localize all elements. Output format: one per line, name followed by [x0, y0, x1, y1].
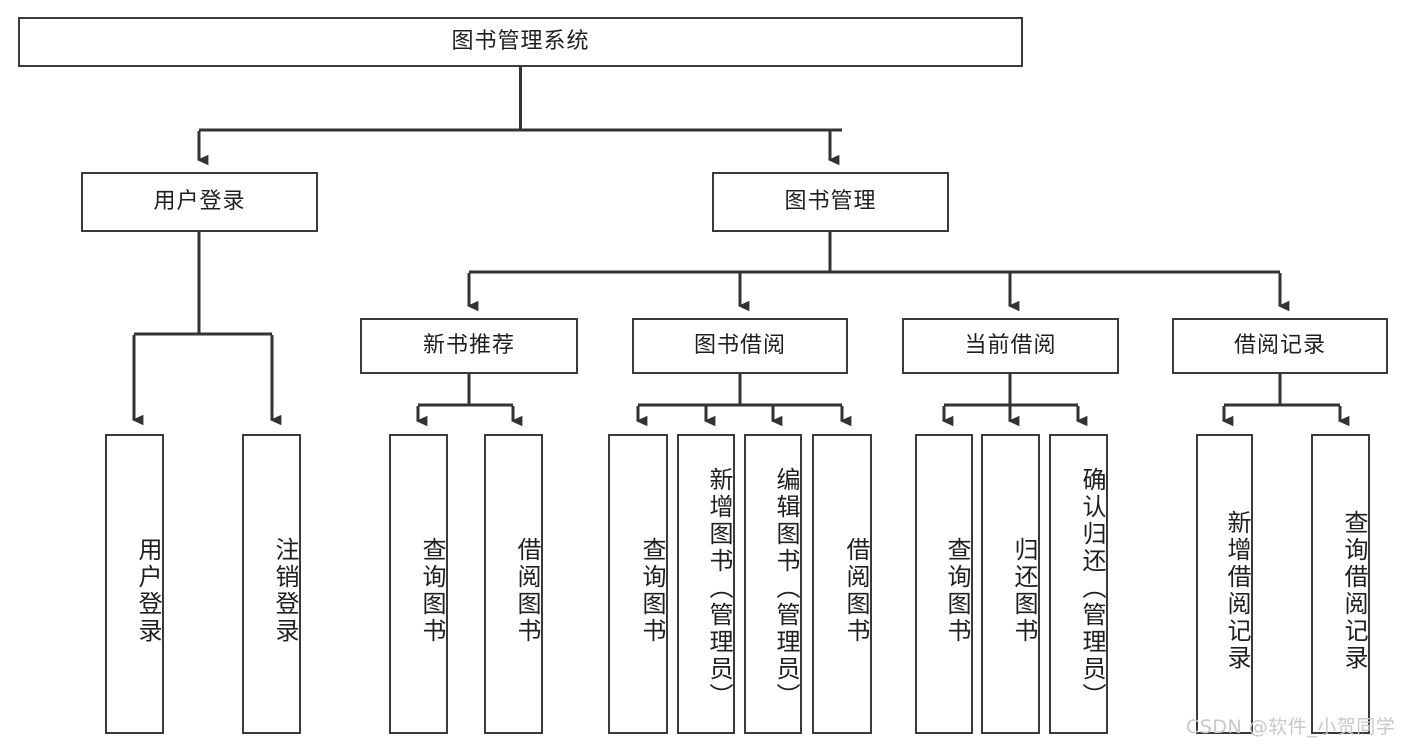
- leaf-add-borrow-record[interactable]: 新增借阅记录: [1196, 434, 1253, 734]
- leaf-query-book-current[interactable]: 查询图书: [915, 434, 973, 734]
- node-book-borrow[interactable]: 图书借阅: [632, 318, 848, 374]
- leaf-query-book-borrow[interactable]: 查询图书: [608, 434, 668, 734]
- leaf-borrow-book[interactable]: 借阅图书: [812, 434, 872, 734]
- leaf-return-book[interactable]: 归还图书: [981, 434, 1040, 734]
- leaf-add-book-admin[interactable]: 新增图书（管理员）: [677, 434, 735, 734]
- leaf-edit-book-admin[interactable]: 编辑图书（管理员）: [744, 434, 802, 734]
- node-borrow-record[interactable]: 借阅记录: [1172, 318, 1388, 374]
- node-current-borrow[interactable]: 当前借阅: [902, 318, 1119, 374]
- node-new-book-recommend[interactable]: 新书推荐: [360, 318, 578, 374]
- node-book-management[interactable]: 图书管理: [712, 172, 949, 232]
- leaf-query-borrow-record[interactable]: 查询借阅记录: [1311, 434, 1370, 734]
- node-root-system[interactable]: 图书管理系统: [18, 17, 1023, 67]
- leaf-confirm-return-admin[interactable]: 确认归还（管理员）: [1049, 434, 1108, 734]
- csdn-watermark: CSDN @软件_小贺同学: [1186, 716, 1396, 738]
- node-user-login[interactable]: 用户登录: [81, 172, 318, 232]
- leaf-user-login[interactable]: 用户登录: [105, 434, 164, 734]
- leaf-logout-login[interactable]: 注销登录: [242, 434, 301, 734]
- leaf-query-book-rec[interactable]: 查询图书: [389, 434, 448, 734]
- leaf-borrow-book-rec[interactable]: 借阅图书: [484, 434, 543, 734]
